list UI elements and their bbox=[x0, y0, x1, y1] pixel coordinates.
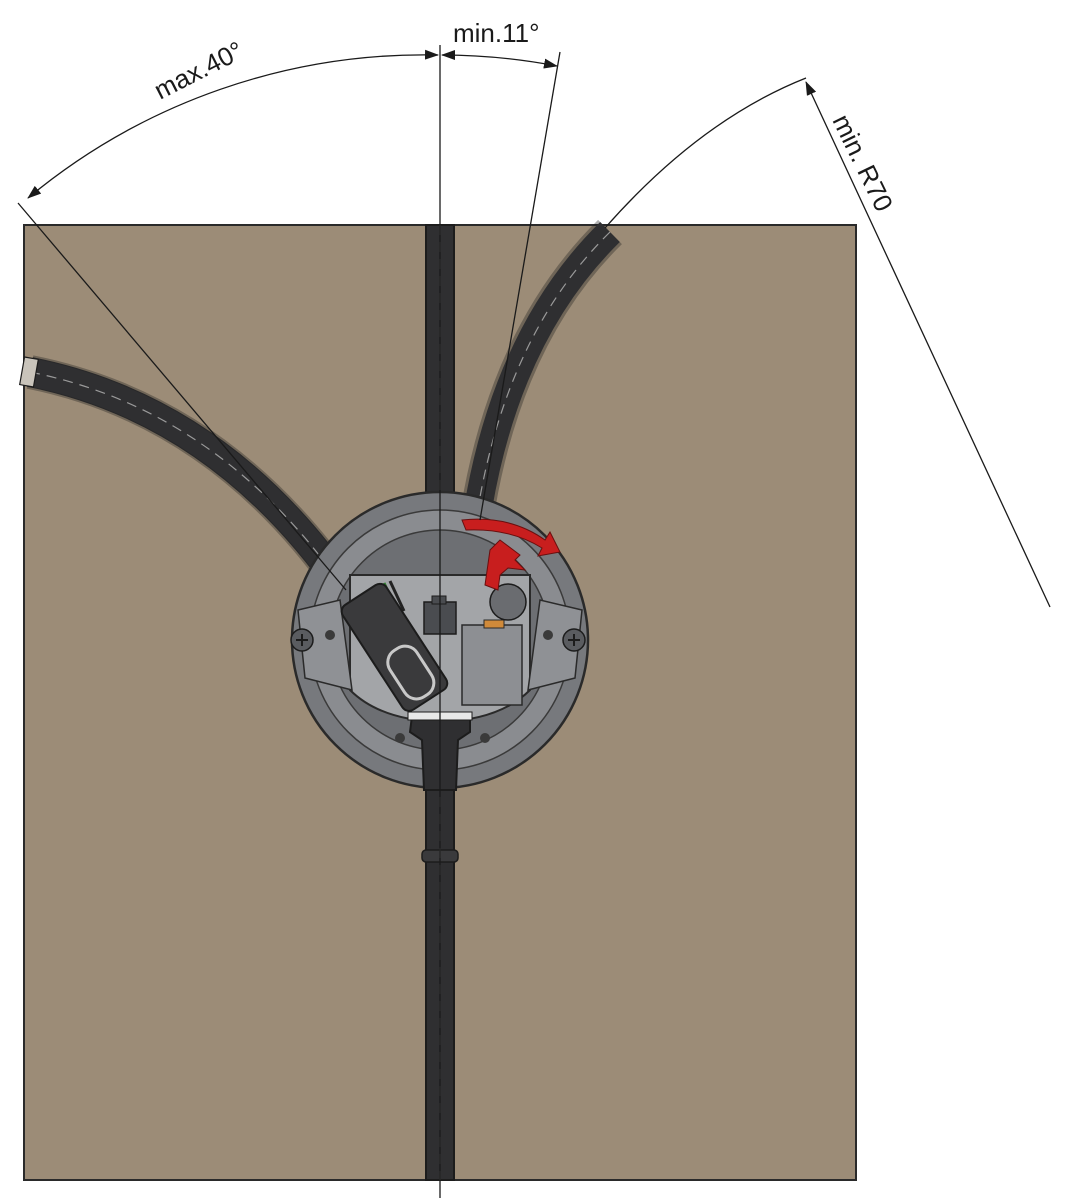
grommet bbox=[489, 583, 527, 621]
cable-right-curved bbox=[457, 219, 622, 538]
cable-left-curved bbox=[18, 355, 359, 600]
radius-guide-arc bbox=[604, 77, 807, 229]
mount-hole-icon bbox=[543, 630, 553, 640]
mount-hole-icon bbox=[480, 733, 490, 743]
max-angle-extension-line bbox=[17, 202, 347, 591]
mount-hole-icon bbox=[325, 630, 335, 640]
max-angle-label: max.40° bbox=[149, 35, 248, 105]
rotation-arrow-icon bbox=[461, 518, 561, 591]
min-radius-label: min. R70 bbox=[827, 109, 900, 216]
min-angle-arc bbox=[441, 50, 558, 69]
terminal-block bbox=[461, 624, 523, 706]
mount-hole-icon bbox=[395, 733, 405, 743]
min-angle-label: min.11° bbox=[453, 18, 540, 48]
radius-leader-line bbox=[805, 81, 1051, 608]
screw-left-icon bbox=[290, 628, 314, 652]
max-angle-arc bbox=[27, 49, 439, 199]
cable-clamp bbox=[340, 582, 449, 712]
min-angle-extension-line bbox=[479, 51, 561, 521]
screw-right-icon bbox=[562, 628, 586, 652]
